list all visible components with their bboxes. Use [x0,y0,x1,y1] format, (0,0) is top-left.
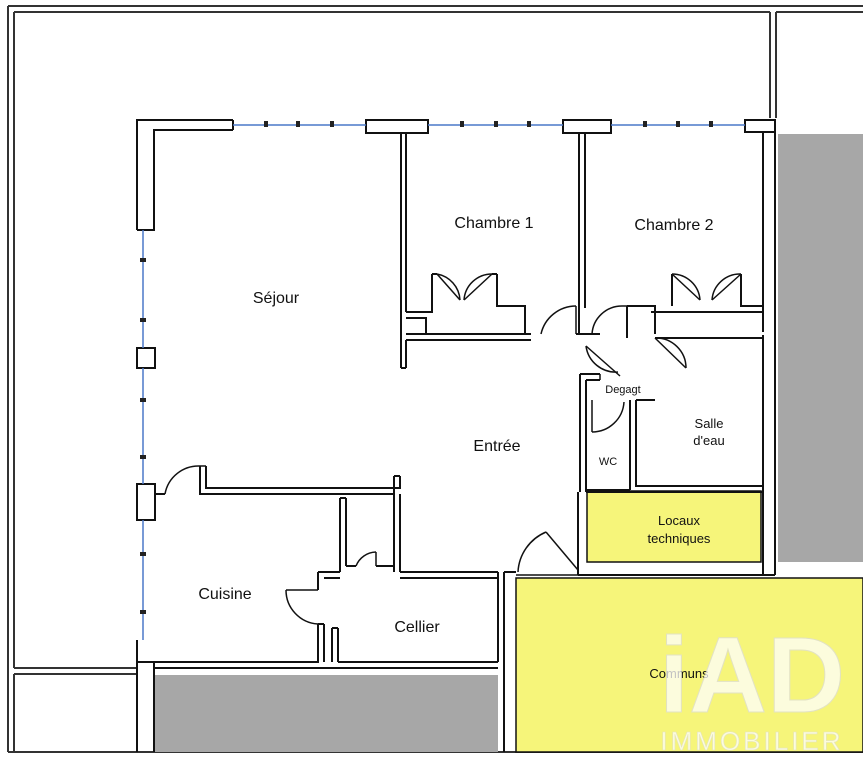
watermark-logo: iAD [659,614,845,735]
door-closet-ch1-left [436,273,461,301]
doors [164,273,742,625]
label-locaux-2: techniques [648,531,711,546]
label-cuisine: Cuisine [198,586,251,603]
label-communs: Communs [649,666,709,681]
label-salle-eau-2: d'eau [693,433,724,448]
outer-frame [7,5,863,753]
grey-block-right [778,134,863,562]
window-ticks [140,121,713,614]
label-cellier: Cellier [394,619,440,636]
label-salle-eau-1: Salle [695,416,724,431]
communs-zone [515,577,863,753]
label-locaux-1: Locaux [658,513,700,528]
label-chambre-1: Chambre 1 [454,215,533,232]
label-entree: Entrée [473,438,520,455]
label-chambre-2: Chambre 2 [634,217,713,234]
label-degagt: Degagt [605,384,640,396]
door-closet-ch1-right [463,273,493,301]
room-labels: Séjour Chambre 1 Chambre 2 Entrée Degagt… [198,215,724,681]
iad-watermark: iAD IMMOBILIER [659,614,846,757]
label-wc: WC [599,456,617,468]
grey-block-bottom [155,675,498,752]
locaux-techniques-zone [586,490,762,563]
exterior-walls [136,119,776,752]
watermark-text: IMMOBILIER [660,726,843,756]
label-sejour: Séjour [253,290,300,307]
interior-walls [154,133,763,752]
